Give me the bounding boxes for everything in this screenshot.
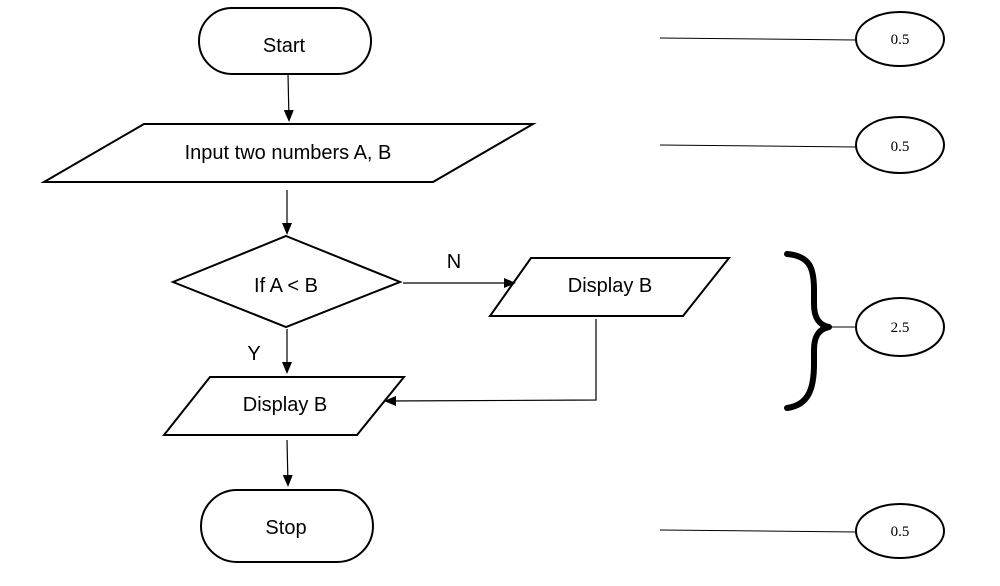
arrow-start-to-input (283, 73, 294, 122)
arrow-display-yes-to-stop (282, 439, 293, 487)
mark-decision-value: 2.5 (891, 320, 910, 336)
display-yes-node: Display B (161, 376, 407, 436)
display-no-label: Display B (568, 275, 652, 297)
decision-node: If A < B (170, 234, 403, 329)
input-node: Input two numbers A, B (40, 123, 537, 183)
decision-label: If A < B (254, 275, 318, 297)
arrow-display-no-to-display-yes (384, 319, 597, 406)
mark-input: 0.5 (659, 116, 945, 174)
mark-start: 0.5 (659, 11, 945, 67)
curly-brace (784, 251, 832, 411)
mark-stop-value: 0.5 (891, 524, 910, 540)
branch-yes-label: Y (247, 343, 260, 365)
mark-stop: 0.5 (659, 503, 945, 559)
mark-start-value: 0.5 (891, 32, 910, 48)
start-node: Start (198, 7, 372, 75)
start-label: Start (263, 35, 306, 57)
mark-decision-block: 2.5 (784, 251, 945, 411)
stop-node: Stop (200, 489, 374, 563)
display-no-node: Display B (488, 257, 732, 317)
input-label: Input two numbers A, B (185, 142, 392, 164)
stop-label: Stop (265, 517, 306, 539)
mark-input-value: 0.5 (891, 139, 910, 155)
branch-no-label: N (447, 251, 461, 273)
display-yes-label: Display B (243, 394, 327, 416)
